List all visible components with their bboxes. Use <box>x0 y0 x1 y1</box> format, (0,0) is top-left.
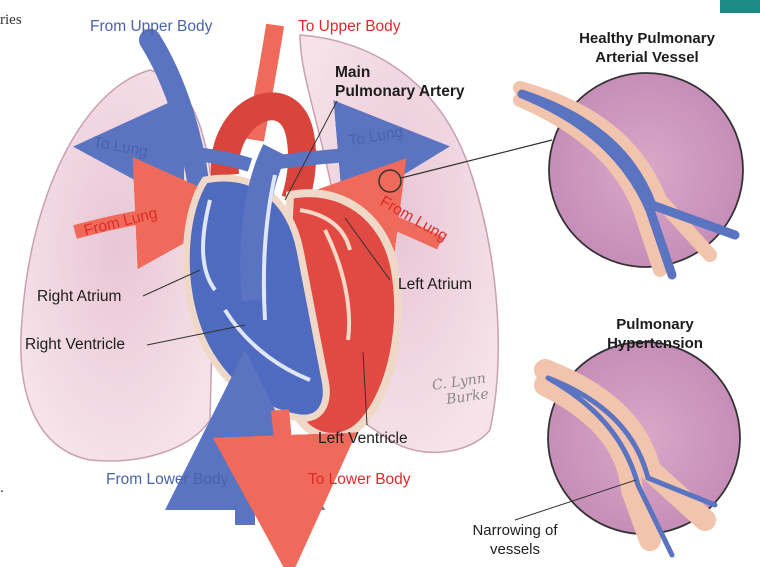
narrowing-label: Narrowing of vessels <box>455 521 575 559</box>
hypertension-inset-title-line2: Hypertension <box>580 334 730 353</box>
label-right-atrium: Right Atrium <box>37 287 121 306</box>
label-right-ventricle: Right Ventricle <box>25 335 125 354</box>
label-from-lower-body: From Lower Body <box>106 470 228 489</box>
edge-fragment-top: ries <box>0 12 22 29</box>
label-main-pa-line1: Main <box>335 63 465 82</box>
healthy-inset-title: Healthy Pulmonary Arterial Vessel <box>552 29 742 67</box>
label-left-ventricle: Left Ventricle <box>318 429 408 448</box>
accent-tab <box>720 0 760 13</box>
hypertension-inset-title: Pulmonary Hypertension <box>580 315 730 353</box>
healthy-inset-title-line2: Arterial Vessel <box>552 48 742 67</box>
label-main-pa-line2: Pulmonary Artery <box>335 82 465 101</box>
healthy-inset-title-line1: Healthy Pulmonary <box>552 29 742 48</box>
descending-aorta <box>280 410 288 525</box>
label-to-lower-body: To Lower Body <box>308 470 411 489</box>
label-main-pa: Main Pulmonary Artery <box>335 63 465 101</box>
edge-fragment-bottom: . <box>0 480 4 497</box>
hypertension-inset-title-line1: Pulmonary <box>580 315 730 334</box>
label-from-upper-body: From Upper Body <box>90 17 212 36</box>
label-left-atrium: Left Atrium <box>398 275 472 294</box>
narrowing-label-line2: vessels <box>455 540 575 559</box>
label-to-upper-body: To Upper Body <box>298 17 401 36</box>
narrowing-label-line1: Narrowing of <box>455 521 575 540</box>
